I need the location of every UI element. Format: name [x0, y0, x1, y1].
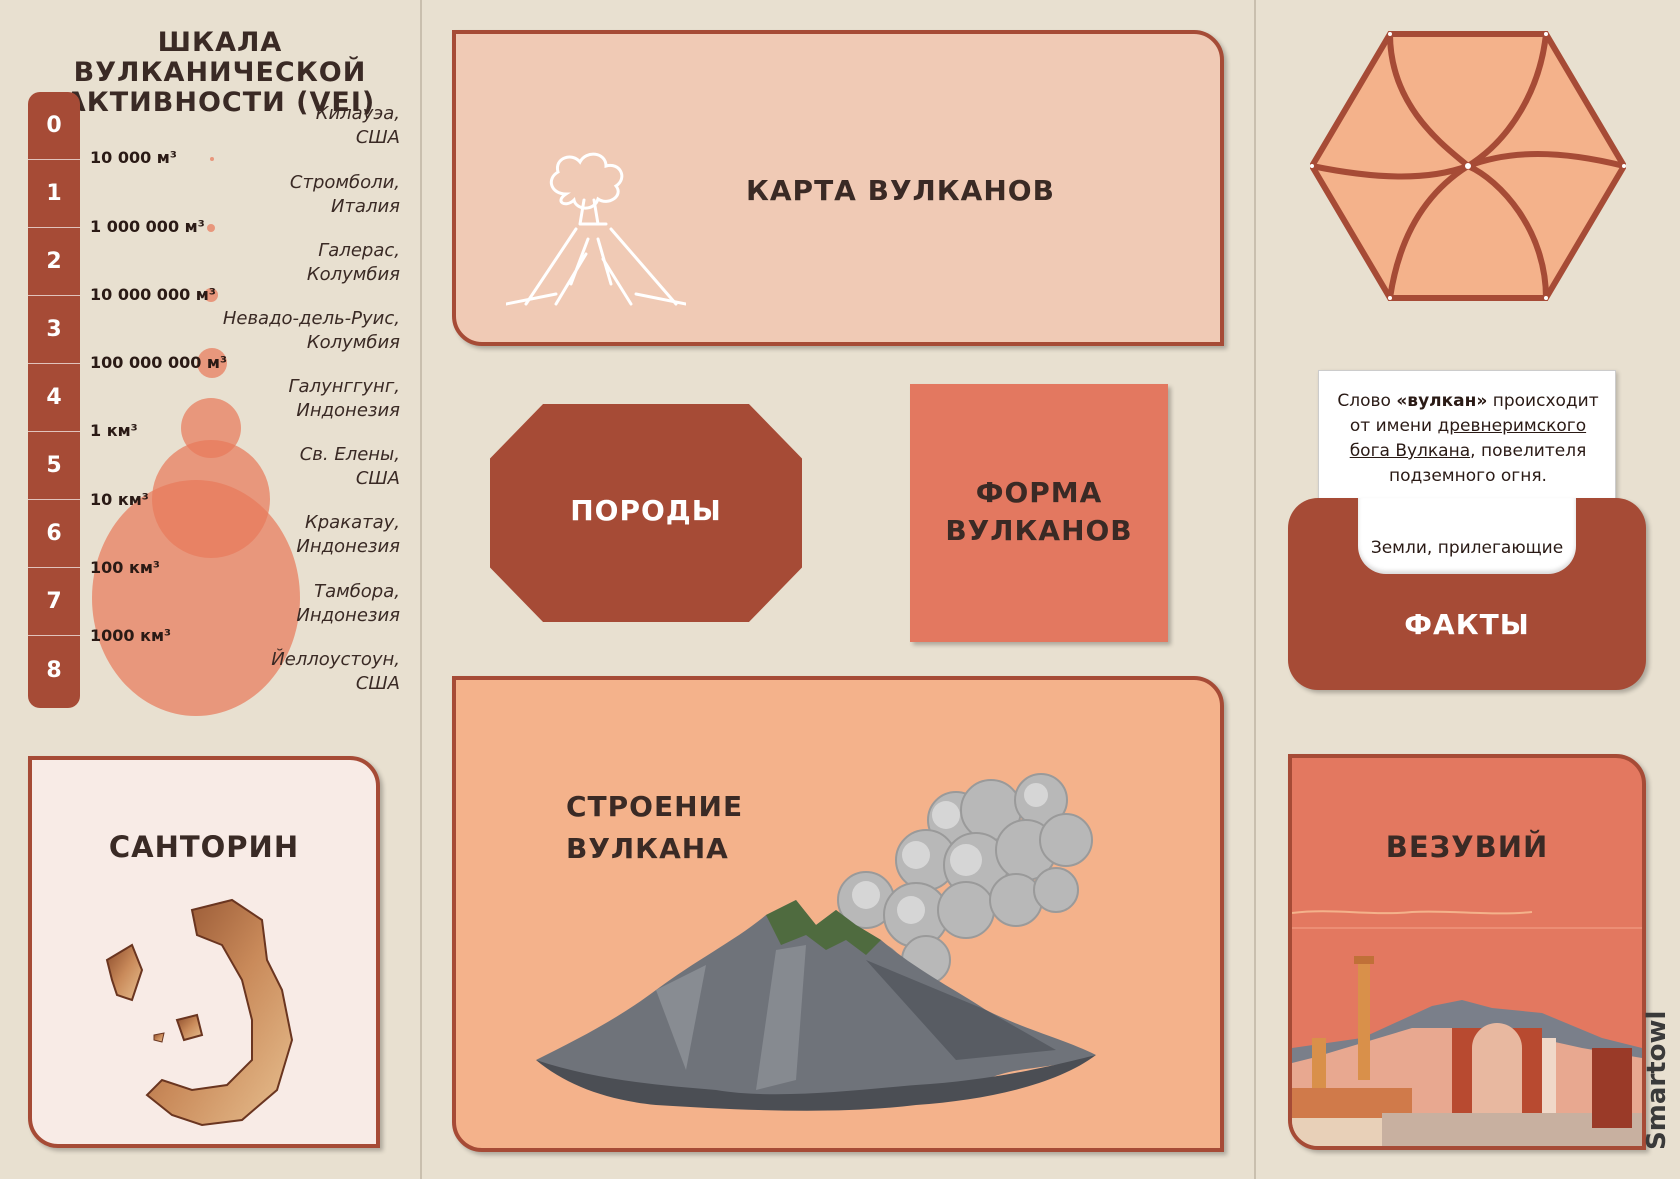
rocks-card[interactable]: ПОРОДЫ: [490, 404, 802, 622]
eruption-volume-circle: [197, 348, 227, 378]
rocks-title: ПОРОДЫ: [570, 494, 722, 527]
vei-example: Невадо-дель-Руис, Колумбия: [223, 307, 400, 355]
vei-example: Св. Елены, США: [300, 443, 400, 491]
santorini-card[interactable]: САНТОРИН: [28, 756, 380, 1148]
vei-example: Галунггунг, Индонезия: [289, 375, 401, 423]
vei-volume-label: 100 км³: [90, 558, 160, 577]
vei-scale-bar: 0 1 2 3 4 5 6 7 8: [28, 92, 80, 708]
hexagon-swirl-icon: [1310, 31, 1626, 301]
vei-example-country: США: [355, 468, 400, 489]
vei-title-line1: ШКАЛА ВУЛКАНИЧЕСКОЙ: [73, 27, 367, 88]
vei-volume-label: 1 км³: [90, 421, 138, 440]
volcano-shape-title-line1: ФОРМА: [975, 476, 1103, 509]
vei-example-country: Индонезия: [296, 536, 400, 557]
vei-example-name: Кракатау,: [304, 512, 400, 533]
vei-example-name: Йеллоустоун,: [271, 649, 400, 670]
vei-example-name: Св. Елены,: [299, 444, 400, 465]
vei-volume-label: 1 000 000 м³: [90, 217, 205, 236]
vei-example-name: Невадо-дель-Руис,: [222, 308, 400, 329]
vesuvius-card[interactable]: ВЕЗУВИЙ: [1288, 754, 1646, 1150]
vei-volume-label: 10 000 000 м³: [90, 285, 216, 304]
vei-volume-label: 100 000 000 м³: [90, 353, 227, 372]
vei-volume-label: 10 000 м³: [90, 148, 177, 167]
vei-example-country: Италия: [330, 196, 400, 217]
volcano-map-card[interactable]: КАРТА ВУЛКАНОВ: [452, 30, 1224, 346]
facts-text-link: бога Вулкана: [1349, 441, 1471, 461]
volcano-map-title: КАРТА ВУЛКАНОВ: [746, 174, 1055, 207]
vei-example-name: Тамбора,: [314, 581, 400, 602]
vei-level: 8: [46, 657, 62, 683]
vei-example: Кракатау, Индонезия: [296, 511, 400, 559]
volcano-structure-title-line1: СТРОЕНИЕ: [566, 790, 744, 823]
eruption-volume-circle: [204, 288, 218, 302]
vei-level: 6: [28, 500, 80, 568]
volcano-structure-title: СТРОЕНИЕ ВУЛКАНА: [566, 786, 743, 870]
vei-example-country: Индонезия: [296, 605, 400, 626]
facts-note-text: Слово «вулкан» происходит от имени древн…: [1331, 389, 1605, 489]
vei-level: 2: [28, 228, 80, 296]
vei-level: 3: [28, 296, 80, 364]
santorini-title: САНТОРИН: [108, 830, 300, 864]
vei-volume-label: 1000 км³: [90, 626, 172, 645]
volcano-structure-title-line2: ВУЛКАНА: [566, 832, 729, 865]
vei-example: Стромболи, Италия: [290, 171, 400, 219]
facts-text-part: Слово: [1337, 391, 1397, 411]
vei-example-country: Колумбия: [306, 332, 400, 353]
vei-example: Тамбора, Индонезия: [296, 580, 400, 628]
volcano-shape-title: ФОРМА ВУЛКАНОВ: [910, 474, 1168, 550]
vei-title: ШКАЛА ВУЛКАНИЧЕСКОЙ АКТИВНОСТИ (VEI): [30, 28, 410, 118]
eruption-volume-circle: [210, 157, 214, 161]
vei-level: 1: [28, 160, 80, 228]
vesuvius-ruins-illustration: [1292, 888, 1642, 1146]
eruption-volume-circle: [207, 224, 215, 232]
facts-text-part: , повелителя подземного огня.: [1389, 441, 1587, 486]
vei-level: 5: [28, 432, 80, 500]
vei-example-name: Галунггунг,: [288, 376, 401, 397]
vei-example-name: Килауэа,: [315, 103, 400, 124]
vei-example-name: Стромболи,: [289, 172, 400, 193]
column-divider-right: [1254, 0, 1256, 1179]
facts-title: ФАКТЫ: [1404, 608, 1530, 641]
vei-example-country: США: [355, 127, 400, 148]
vei-level: 0: [28, 92, 80, 160]
vei-level: 4: [28, 364, 80, 432]
facts-inner-card[interactable]: Земли, прилегающие: [1358, 498, 1576, 574]
volcano-outline-icon: [506, 152, 686, 306]
vesuvius-title: ВЕЗУВИЙ: [1385, 830, 1549, 864]
volcano-shape-card[interactable]: ФОРМА ВУЛКАНОВ: [910, 384, 1168, 642]
vei-example-name: Галерас,: [318, 240, 400, 261]
facts-text-part: происходит от имени: [1349, 391, 1599, 436]
vei-example: Килауэа, США: [316, 102, 400, 150]
vei-example-country: Индонезия: [296, 400, 400, 421]
facts-text-link: древнеримского: [1437, 416, 1587, 436]
santorini-island-map: [105, 898, 294, 1127]
facts-inner-text: Земли, прилегающие: [1370, 538, 1564, 558]
vei-volume-label: 10 км³: [90, 490, 149, 509]
volcano-shape-title-line2: ВУЛКАНОВ: [945, 514, 1133, 547]
vei-example-country: США: [355, 673, 400, 694]
vei-example: Галерас, Колумбия: [307, 239, 400, 287]
vei-example-country: Колумбия: [306, 264, 400, 285]
vei-title-line2: АКТИВНОСТИ (VEI): [64, 87, 376, 118]
brand-logo: Smartowl: [1642, 1010, 1672, 1150]
vei-example: Йеллоустоун, США: [271, 648, 400, 696]
column-divider-left: [420, 0, 422, 1179]
smoking-volcano-illustration: [536, 773, 1096, 1111]
volcano-structure-card[interactable]: СТРОЕНИЕ ВУЛКАНА: [452, 676, 1224, 1152]
vei-level: 7: [28, 568, 80, 636]
facts-text-bold: «вулкан»: [1396, 391, 1488, 411]
eruption-volume-circle: [92, 480, 300, 716]
